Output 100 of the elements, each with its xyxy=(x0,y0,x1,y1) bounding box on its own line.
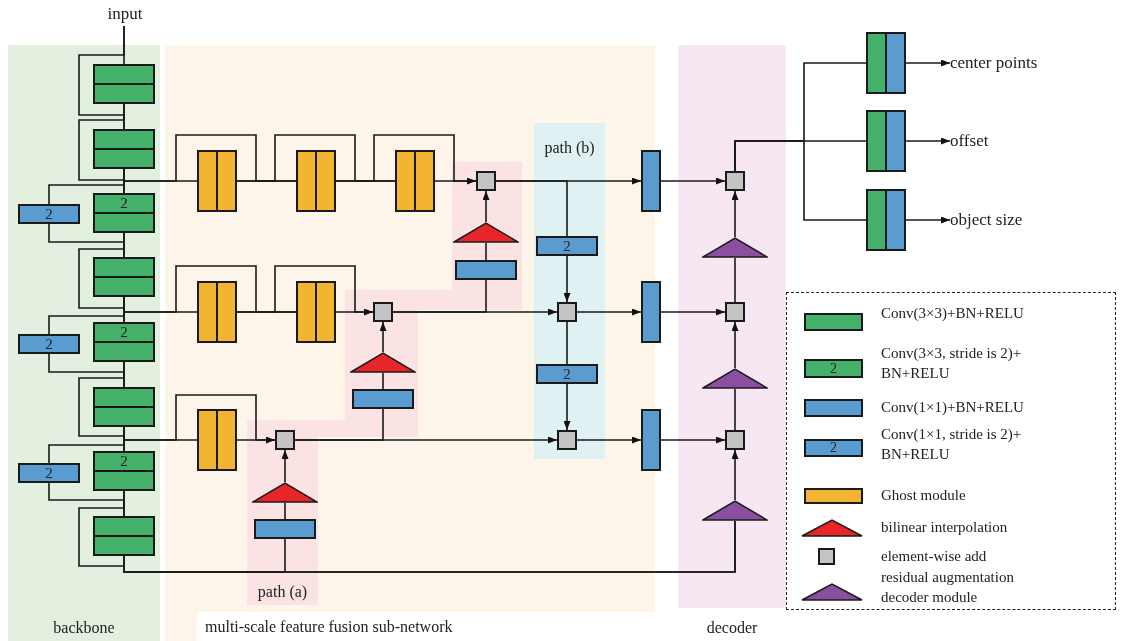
arrow xyxy=(482,190,490,223)
connector-line xyxy=(485,242,487,261)
conv-block xyxy=(641,409,661,471)
add-node xyxy=(725,302,745,322)
decoder-module-triangle xyxy=(702,500,768,521)
arrow xyxy=(281,449,289,483)
conv-block xyxy=(254,519,316,539)
stride-label: 2 xyxy=(119,451,129,471)
conv-block xyxy=(93,64,155,104)
add-node xyxy=(557,430,577,450)
conv-block xyxy=(641,150,661,212)
interpolation-triangle xyxy=(350,352,416,373)
path-label: path (a) xyxy=(256,582,309,603)
io-text: input xyxy=(106,2,144,25)
stride-label: 2 xyxy=(119,322,129,342)
add-node xyxy=(476,171,496,191)
conv-block xyxy=(18,334,80,354)
decoder-module-triangle xyxy=(702,368,768,389)
ghost-module-block xyxy=(197,281,237,343)
add-node xyxy=(373,302,393,322)
legend-text: Conv(1×1)+BN+RELU xyxy=(881,398,1025,417)
conv-block xyxy=(93,193,155,233)
arrow xyxy=(905,59,951,67)
add-node xyxy=(725,171,745,191)
head-block xyxy=(866,32,906,94)
ghost-module-block xyxy=(296,150,336,212)
connector-line xyxy=(382,372,384,390)
connector-line xyxy=(566,321,568,365)
arrow xyxy=(576,436,642,444)
stride-label: 2 xyxy=(44,204,54,224)
conv-block xyxy=(352,389,414,409)
arrow xyxy=(576,308,642,316)
arrow xyxy=(434,177,477,185)
add-node xyxy=(275,430,295,450)
connector-line xyxy=(734,257,736,303)
arrow xyxy=(731,449,739,501)
ghost-module-block xyxy=(296,281,336,343)
stride-label: 2 xyxy=(44,334,54,354)
arrow xyxy=(660,177,726,185)
legend-text: Conv(3×3)+BN+RELU xyxy=(881,304,1025,323)
ghost-module-block xyxy=(197,409,237,471)
arrow xyxy=(563,255,571,303)
head-block xyxy=(866,110,906,172)
band-label: decoder xyxy=(705,618,759,639)
legend-text: bilinear interpolation xyxy=(881,518,1009,537)
arrow xyxy=(905,137,951,145)
conv-block xyxy=(455,260,517,280)
io-text: offset xyxy=(950,129,990,152)
conv-block xyxy=(93,322,155,362)
arrow xyxy=(905,216,951,224)
conv-block xyxy=(641,281,661,343)
arrow xyxy=(392,308,558,316)
connector-line xyxy=(734,388,736,431)
backbone-band xyxy=(8,45,160,641)
legend-text: Ghost module xyxy=(881,486,967,505)
path-label: path (b) xyxy=(543,138,596,159)
arrow xyxy=(335,308,374,316)
stride-label: 2 xyxy=(829,361,838,376)
legend-text: residual augmentation decoder module xyxy=(881,568,1015,607)
band-label: backbone xyxy=(52,618,116,639)
stride-label: 2 xyxy=(829,441,838,455)
conv-block xyxy=(536,364,598,384)
decoder-module-triangle xyxy=(702,237,768,258)
ghost-module-block xyxy=(395,150,435,212)
connector-line xyxy=(495,180,568,237)
arrow xyxy=(379,321,387,353)
legend-text: Conv(1×1, stride is 2)+ BN+RELU xyxy=(881,425,1023,464)
arrow xyxy=(294,436,558,444)
arrow xyxy=(660,436,726,444)
band-label: multi-scale feature fusion sub-network xyxy=(197,612,655,641)
stride-label: 2 xyxy=(562,236,572,256)
stride-label: 2 xyxy=(119,193,129,213)
head-block xyxy=(866,189,906,251)
arrow xyxy=(563,383,571,431)
connector-line xyxy=(734,140,867,221)
add-node xyxy=(725,430,745,450)
add-node xyxy=(557,302,577,322)
arrow xyxy=(731,321,739,369)
conv-block xyxy=(18,463,80,483)
stride-label: 2 xyxy=(562,364,572,384)
conv-block xyxy=(18,204,80,224)
stride-label: 2 xyxy=(44,463,54,483)
arrow xyxy=(660,308,726,316)
connector-line xyxy=(123,538,286,573)
arrow xyxy=(731,190,739,238)
arrow xyxy=(236,436,276,444)
io-text: object size xyxy=(950,208,1024,231)
legend-text: element-wise add xyxy=(881,547,988,566)
connector-line xyxy=(284,502,286,520)
io-text: center points xyxy=(950,51,1039,74)
conv-block xyxy=(536,236,598,256)
conv-block xyxy=(93,451,155,491)
interpolation-triangle xyxy=(453,222,519,243)
conv-block xyxy=(93,387,155,427)
path-band xyxy=(534,123,605,459)
ghost-module-block xyxy=(197,150,237,212)
conv-block xyxy=(93,516,155,556)
legend-text: Conv(3×3, stride is 2)+ BN+RELU xyxy=(881,344,1023,383)
conv-block xyxy=(93,129,155,169)
conv-block xyxy=(93,257,155,297)
